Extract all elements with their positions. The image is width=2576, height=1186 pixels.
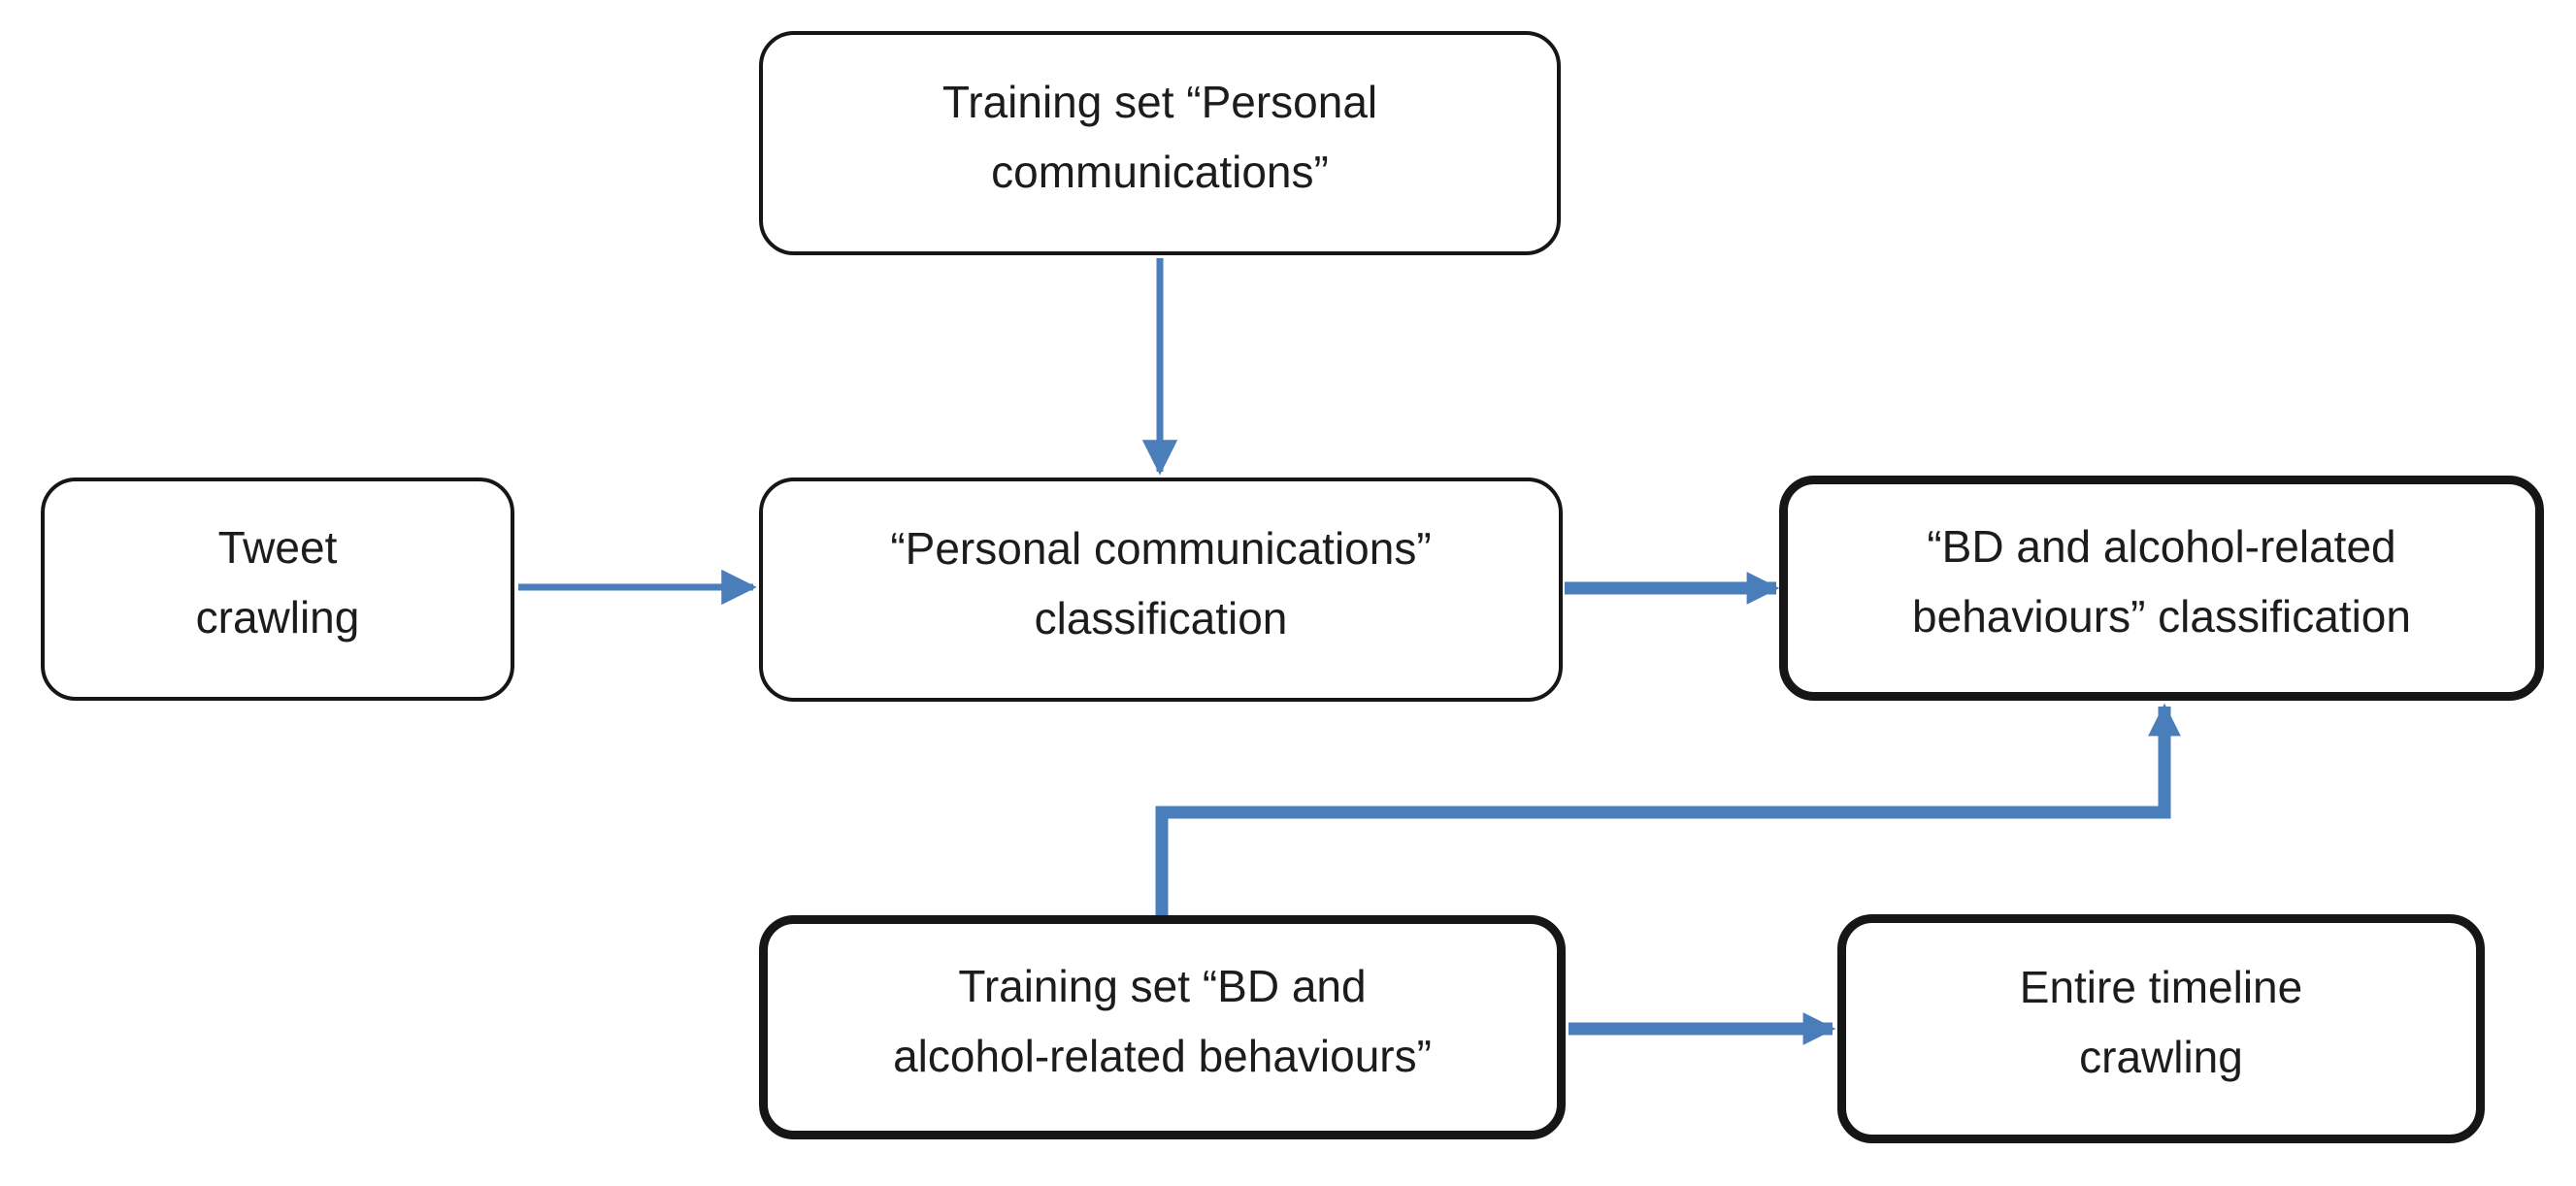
edge-trainingset-bd-to-bd-classification-arrow xyxy=(1155,703,2181,917)
node-label-line: Training set “BD and xyxy=(958,960,1367,1011)
node-training-set-personal: Training set “Personal communications” xyxy=(759,31,1561,255)
node-personal-communications-classification: “Personal communications” classification xyxy=(759,478,1563,702)
node-label-line: Entire timeline xyxy=(2019,962,2303,1012)
node-label-line: behaviours” classification xyxy=(1912,591,2411,642)
node-label-line: “Personal communications” xyxy=(890,522,1432,574)
node-entire-timeline-crawling: Entire timeline crawling xyxy=(1837,914,2485,1143)
node-label-line: communications” xyxy=(991,146,1329,197)
node-label-line: alcohol-related behaviours” xyxy=(893,1030,1432,1081)
node-bd-alcohol-classification: “BD and alcohol-related behaviours” clas… xyxy=(1779,476,2544,701)
node-label-line: “BD and alcohol-related xyxy=(1927,521,2396,572)
node-label-line: crawling xyxy=(195,592,360,642)
node-label-line: Training set “Personal xyxy=(941,76,1378,127)
node-tweet-crawling: Tweet crawling xyxy=(41,478,514,701)
node-label-line: classification xyxy=(1034,592,1288,643)
node-training-set-bd-alcohol: Training set “BD and alcohol-related beh… xyxy=(759,915,1566,1139)
node-label-line: Tweet xyxy=(217,522,338,573)
node-label-line: crawling xyxy=(2079,1032,2243,1082)
